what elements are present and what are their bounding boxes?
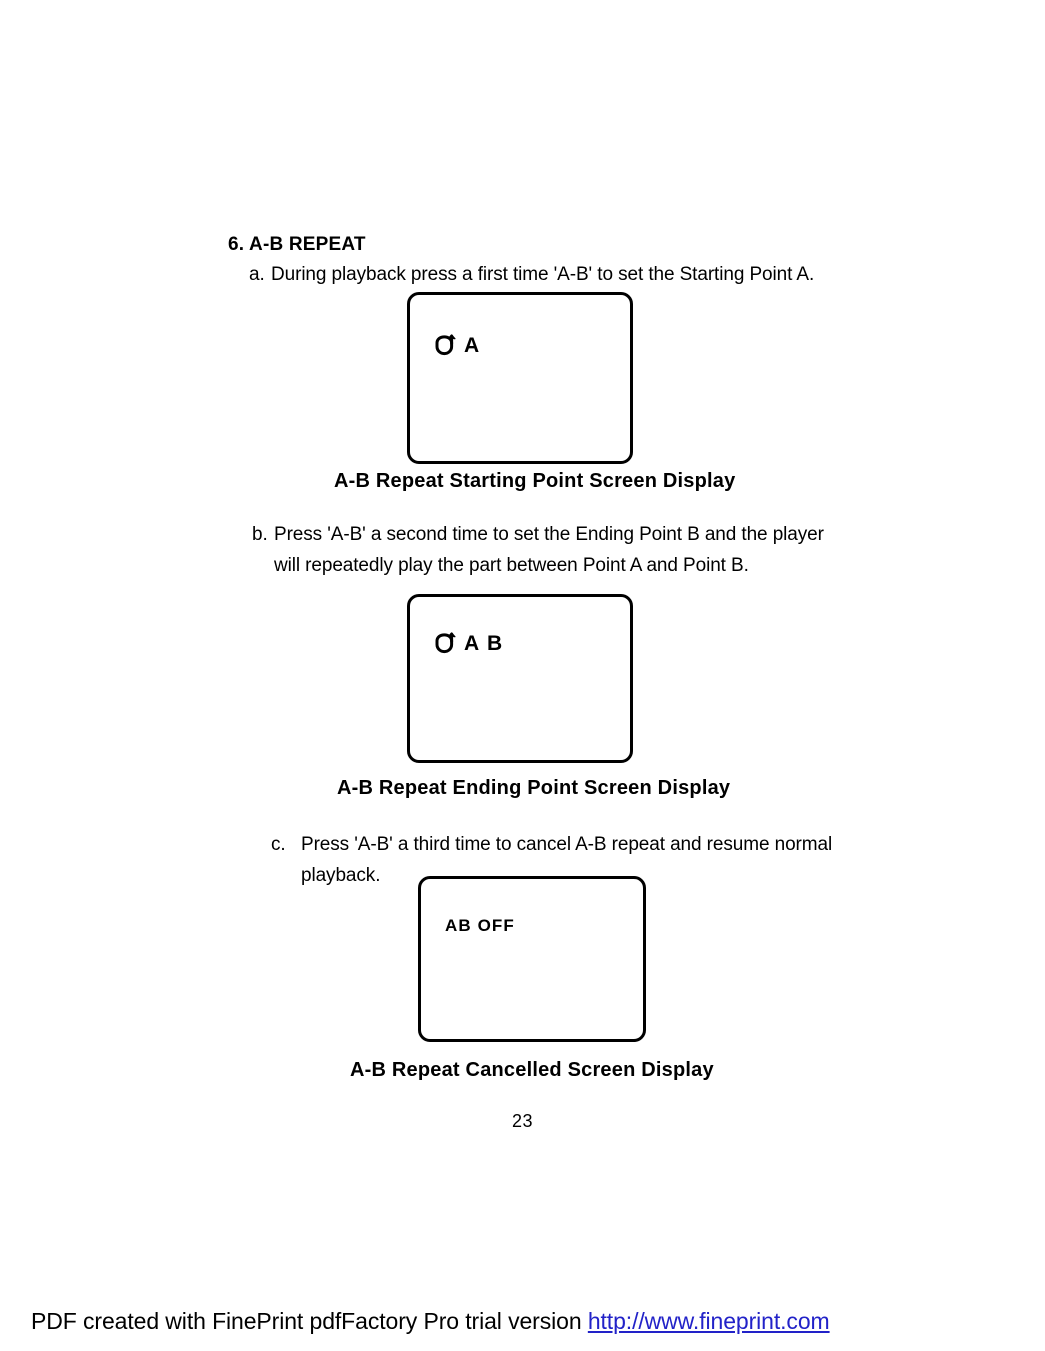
- osd-indicator-row: AB OFF: [445, 917, 515, 934]
- footer-link[interactable]: http://www.fineprint.com: [587, 1308, 830, 1334]
- step-marker-a: a.: [249, 264, 265, 285]
- step-text-c: Press 'A-B' a third time to cancel A-B r…: [301, 834, 833, 886]
- step-paragraph-c: c. Press 'A-B' a third time to cancel A-…: [271, 829, 851, 891]
- step-marker-c: c.: [271, 834, 286, 855]
- screen-display-box-cancelled: AB OFF: [418, 876, 646, 1042]
- caption-starting-point: A-B Repeat Starting Point Screen Display: [334, 470, 736, 492]
- osd-indicator-row: A B: [432, 631, 504, 656]
- page-number: 23: [511, 1111, 534, 1131]
- footer-text: PDF created with FinePrint pdfFactory Pr…: [31, 1308, 588, 1334]
- osd-label: AB OFF: [445, 916, 515, 935]
- footer-watermark: PDF created with FinePrint pdfFactory Pr…: [31, 1308, 830, 1335]
- step-marker-b: b.: [252, 524, 268, 545]
- step-paragraph-a: a. During playback press a first time 'A…: [249, 259, 849, 290]
- step-text-a: During playback press a first time 'A-B'…: [271, 264, 815, 285]
- step-text-b: Press 'A-B' a second time to set the End…: [274, 524, 824, 576]
- caption-ending-point: A-B Repeat Ending Point Screen Display: [337, 777, 731, 799]
- screen-display-box-starting-point: A: [407, 292, 633, 464]
- caption-cancelled: A-B Repeat Cancelled Screen Display: [350, 1059, 714, 1081]
- screen-display-box-ending-point: A B: [407, 594, 633, 763]
- section-heading: 6. A-B REPEAT: [228, 234, 366, 255]
- step-paragraph-b: b. Press 'A-B' a second time to set the …: [252, 519, 852, 581]
- osd-label: A B: [464, 632, 504, 655]
- repeat-loop-icon: [435, 334, 456, 356]
- repeat-loop-icon: [435, 632, 456, 654]
- osd-label: A: [464, 334, 481, 357]
- osd-indicator-row: A: [432, 333, 481, 358]
